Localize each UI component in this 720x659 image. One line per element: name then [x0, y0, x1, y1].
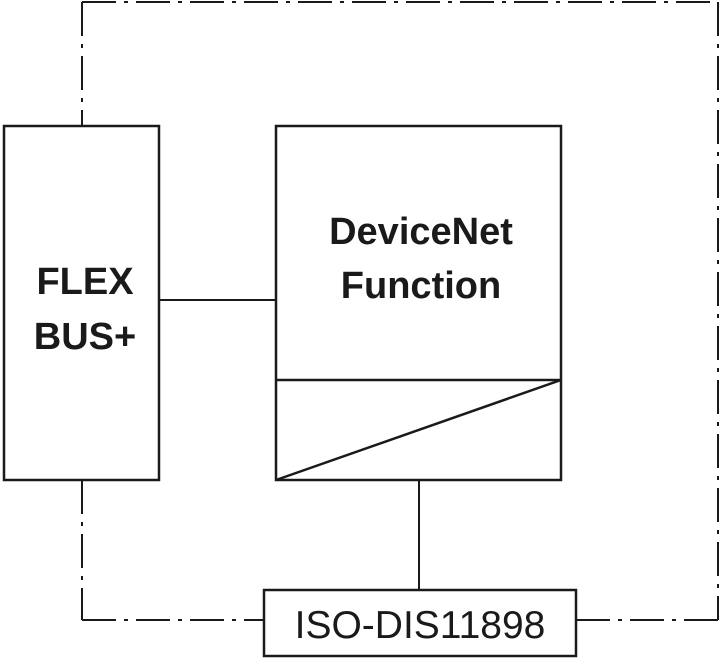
flexbus-block: FLEX BUS+ — [2, 124, 161, 482]
devicenet-block: DeviceNet Function — [274, 124, 563, 482]
iso-label: ISO-DIS11898 — [295, 604, 546, 647]
flexbus-label-line2: BUS+ — [34, 316, 136, 358]
flexbus-label-line1: FLEX — [36, 261, 134, 303]
transceiver-diagonal — [275, 378, 562, 482]
devicenet-label-line2: Function — [341, 265, 501, 307]
devicenet-box — [274, 124, 563, 482]
enclosure-boundary — [81, 1, 719, 621]
iso-block: ISO-DIS11898 — [262, 588, 578, 658]
devicenet-label-line1: DeviceNet — [329, 211, 513, 253]
flexbus-box — [2, 124, 161, 482]
iso-box — [262, 588, 578, 658]
